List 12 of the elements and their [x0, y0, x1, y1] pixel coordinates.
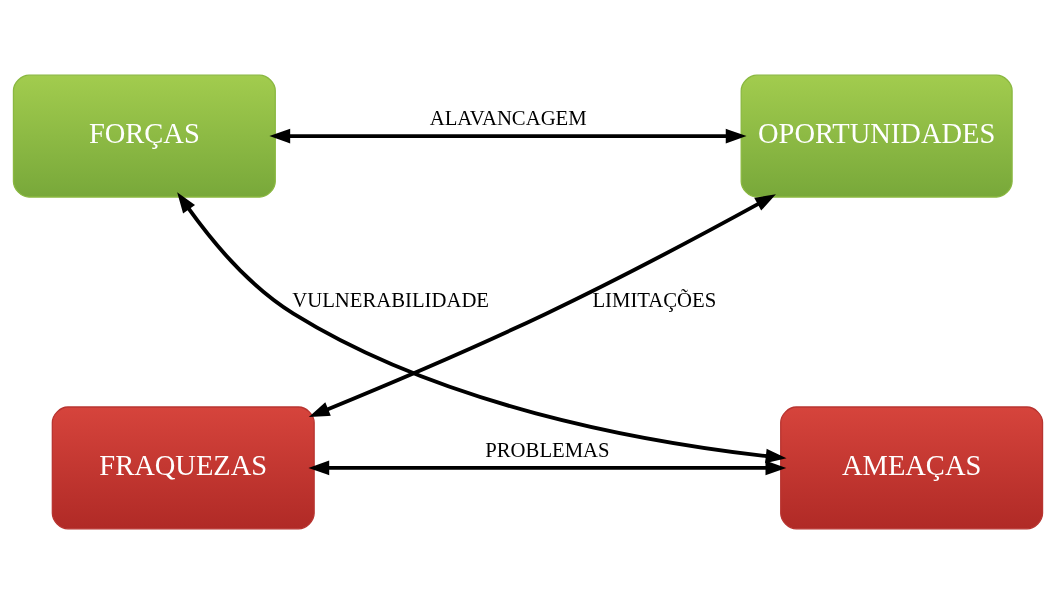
- node-box: OPORTUNIDADES: [740, 74, 1013, 198]
- edge-label: ALAVANCAGEM: [429, 106, 587, 129]
- edge-label: VULNERABILIDADE: [292, 288, 490, 311]
- arrow: [269, 128, 747, 143]
- arrow: [177, 191, 787, 463]
- node-box: FRAQUEZAS: [51, 405, 315, 529]
- edge-label: LIMITAÇÕES: [592, 288, 717, 311]
- arrow: [308, 460, 787, 475]
- node-box: AMEAÇAS: [780, 405, 1044, 529]
- node-box: FORÇAS: [12, 74, 276, 198]
- edge-label: PROBLEMAS: [485, 438, 610, 461]
- arrow: [308, 193, 776, 417]
